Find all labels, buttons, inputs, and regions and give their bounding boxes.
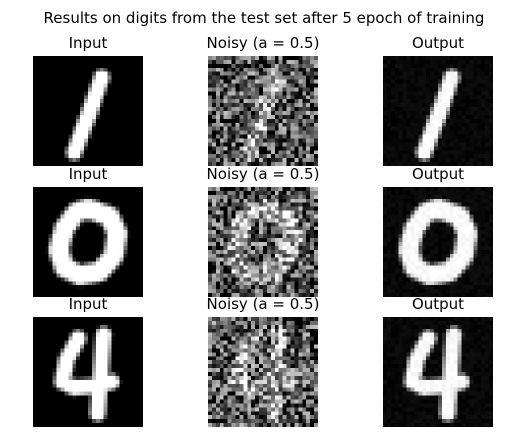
input-digit-image (33, 317, 143, 427)
input-digit-image (33, 56, 143, 166)
noisy-digit-image (208, 187, 318, 297)
noisy-digit-image (208, 317, 318, 427)
output-digit-image (383, 56, 493, 166)
output-panel-row3: Output (383, 295, 493, 427)
input-title: Input (68, 34, 108, 52)
noisy-digit-image (208, 56, 318, 166)
input-title: Input (68, 295, 108, 313)
output-title: Output (411, 34, 465, 52)
output-panel-row1: Output (383, 34, 493, 166)
input-panel-row1: Input (33, 34, 143, 166)
output-digit-image (383, 317, 493, 427)
output-title: Output (411, 295, 465, 313)
noisy-title: Noisy (a = 0.5) (206, 34, 320, 52)
input-panel-row2: Input (33, 165, 143, 297)
figure-title: Results on digits from the test set afte… (43, 9, 485, 27)
noisy-panel-row2: Noisy (a = 0.5) (207, 165, 319, 297)
input-panel-row3: Input (33, 295, 143, 427)
noisy-title: Noisy (a = 0.5) (206, 295, 320, 313)
output-panel-row2: Output (383, 165, 493, 297)
noisy-title: Noisy (a = 0.5) (206, 165, 320, 183)
input-title: Input (68, 165, 108, 183)
input-digit-image (33, 187, 143, 297)
noisy-panel-row3: Noisy (a = 0.5) (207, 295, 319, 427)
output-title: Output (411, 165, 465, 183)
output-digit-image (383, 187, 493, 297)
noisy-panel-row1: Noisy (a = 0.5) (207, 34, 319, 166)
